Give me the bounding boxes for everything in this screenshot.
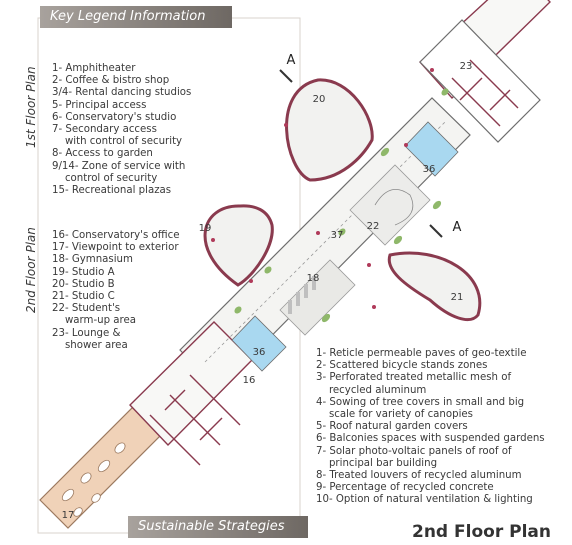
room-label-37: 37	[331, 230, 344, 241]
strategy-item: 9- Percentage of recycled concrete	[316, 482, 494, 494]
legend-item: 1- Amphitheater	[52, 63, 136, 74]
column-markers	[211, 68, 434, 309]
legend-item: 23- Lounge &	[52, 327, 121, 339]
legend-item: warm-up area	[52, 315, 137, 327]
sustainable-strategies-banner: Sustainable Strategies	[128, 516, 308, 538]
legend-item: with control of security	[52, 136, 183, 148]
legend-item: 5- Principal access	[52, 99, 147, 111]
legend-item: 17- Viewpoint to exterior	[52, 242, 179, 254]
corridor-line	[204, 121, 446, 363]
room-label-22: 22	[367, 221, 380, 232]
gym-equipment	[288, 276, 316, 314]
first-floor-legend: 1- Amphitheater 2- Coffee & bistro shop …	[52, 63, 191, 197]
legend-item: shower area	[52, 339, 128, 351]
second-floor-legend: 16- Conservatory's office 17- Viewpoint …	[52, 230, 179, 352]
room-label-20: 20	[313, 94, 326, 105]
studio-a-pod	[203, 204, 274, 287]
page-title: 2nd Floor Plan	[412, 522, 551, 542]
room-label-17: 17	[62, 510, 75, 521]
strategy-item: recycled aluminum	[316, 384, 427, 396]
room-label-36-upper: 36	[423, 164, 436, 175]
roof-gardens	[234, 88, 449, 323]
room-label-18: 18	[307, 273, 320, 284]
lounge-block	[419, 19, 541, 143]
section-label-a-top: A	[287, 53, 296, 68]
section-label-a-right: A	[453, 220, 462, 235]
legend-item: 7- Secondary access	[52, 124, 157, 136]
legend-item: 16- Conservatory's office	[52, 230, 180, 241]
room-label-19: 19	[199, 223, 212, 234]
void-space-lower	[231, 315, 287, 372]
strategy-item: 4- Sowing of tree covers in small and bi…	[316, 396, 525, 408]
strategy-item: 5- Roof natural garden covers	[316, 421, 468, 433]
strategy-item: 6- Balconies spaces with suspended garde…	[316, 433, 545, 445]
legend-item: 6- Conservatory's studio	[52, 111, 177, 123]
strategy-item: principal bar building	[316, 457, 438, 469]
legend-item: control of security	[52, 172, 158, 184]
legend-item: 15- Recreational plazas	[52, 185, 172, 197]
legend-item: 20- Studio B	[52, 278, 115, 290]
first-floor-side-label: 1st Floor Plan	[24, 66, 38, 148]
strategy-item: 2- Scattered bicycle stands zones	[316, 360, 488, 372]
room-label-23: 23	[460, 61, 473, 72]
warm-up-area	[349, 164, 431, 246]
legend-item: 8- Access to garden	[52, 148, 153, 160]
room-label-16: 16	[243, 375, 256, 386]
sustainable-strategies-list: 1- Reticle permeable paves of geo-textil…	[316, 348, 545, 507]
interior-walls	[149, 59, 519, 466]
legend-item: 2- Coffee & bistro shop	[52, 75, 170, 87]
strategy-item: scale for variety of canopies	[316, 409, 473, 421]
section-cut-marks	[279, 69, 443, 238]
strategy-item: 3- Perforated treated metallic mesh of	[316, 372, 512, 384]
studio-c-pod	[387, 251, 482, 321]
legend-item: 9/14- Zone of service with	[52, 160, 186, 172]
legend-item: 22- Student's	[52, 303, 121, 315]
legend-item: 19- Studio A	[52, 266, 115, 278]
strategy-item: 7- Solar photo-voltaic panels of roof of	[316, 445, 512, 457]
studio-b-pod	[285, 78, 374, 182]
key-legend-banner: Key Legend Information	[40, 6, 232, 28]
deck-planters	[61, 442, 126, 517]
strategy-item: 10- Option of natural ventilation & ligh…	[316, 494, 533, 506]
room-label-21: 21	[451, 292, 464, 303]
strategy-item: 1- Reticle permeable paves of geo-textil…	[316, 348, 527, 359]
legend-item: 3/4- Rental dancing studios	[52, 87, 192, 99]
second-floor-side-label: 2nd Floor Plan	[24, 227, 38, 313]
void-space-upper	[404, 121, 459, 177]
legend-item: 21- Studio C	[52, 291, 115, 303]
strategy-item: 8- Treated louvers of recycled aluminum	[316, 470, 522, 482]
room-label-36-lower: 36	[253, 347, 266, 358]
legend-item: 18- Gymnasium	[52, 254, 133, 266]
